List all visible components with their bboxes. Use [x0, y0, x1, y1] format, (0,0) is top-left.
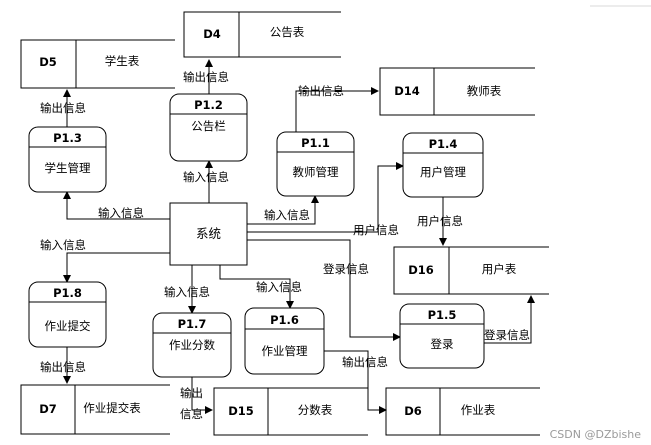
process-p1-2: P1.2 公告栏 [169, 93, 248, 162]
store-code: D7 [39, 402, 57, 416]
data-stores: D4 公告表 D5 学生表 D14 教师表 D16 用户表 D7 [20, 11, 549, 436]
process-code: P1.4 [429, 137, 458, 151]
store-name: 学生表 [105, 54, 140, 68]
flow-label-p12-d4: 输出信息 [183, 70, 229, 84]
store-code: D6 [404, 404, 422, 418]
flow-label-p14-d16: 用户信息 [417, 214, 463, 228]
process-name: 登录 [431, 337, 454, 351]
process-name: 作业提交 [45, 319, 91, 333]
flow-label-sys-p13: 输入信息 [98, 206, 144, 220]
flow-label-sys-p11: 输入信息 [264, 208, 310, 222]
process-name: 作业管理 [262, 344, 308, 358]
flow-label-sys-p18: 输入信息 [40, 238, 86, 252]
flow-label-p17-d15-line2: 信息 [180, 407, 203, 421]
processes: P1.2 公告栏 P1.3 学生管理 P1.1 教师管理 P1.4 用户管理 [28, 93, 485, 378]
store-name: 作业表 [461, 403, 496, 417]
data-store-d15: D15 分数表 [213, 387, 368, 436]
store-name: 教师表 [467, 84, 502, 98]
flow-label-p17-d15-line1: 输出 [180, 386, 203, 400]
process-code: P1.1 [301, 136, 330, 150]
store-code: D16 [408, 263, 434, 277]
process-p1-6: P1.6 作业管理 [244, 307, 325, 375]
flow-label-p11-d14: 输出信息 [298, 84, 344, 98]
flow-label-sys-p17: 输入信息 [164, 285, 210, 299]
flows [63, 59, 535, 414]
store-code: D5 [39, 55, 57, 69]
process-p1-8: P1.8 作业提交 [28, 281, 107, 348]
store-name: 分数表 [298, 403, 333, 417]
flow-labels: 输出信息 输出信息 输入信息 输入信息 输出信息 输入信息 用户信息 用户信息 … [40, 70, 530, 421]
store-code: D15 [228, 404, 254, 418]
store-name: 公告表 [270, 25, 305, 39]
process-code: P1.6 [270, 313, 299, 327]
flow-label-sys-p14: 用户信息 [353, 223, 399, 237]
flow-label-p15-d16: 登录信息 [484, 328, 530, 342]
store-code: D4 [203, 27, 221, 41]
process-name: 公告栏 [191, 119, 226, 133]
data-store-d14: D14 教师表 [379, 67, 535, 116]
store-name: 作业提交表 [83, 401, 141, 415]
data-store-d5: D5 学生表 [20, 39, 175, 89]
process-p1-3: P1.3 学生管理 [28, 126, 107, 193]
process-p1-5: P1.5 登录 [399, 303, 485, 369]
process-code: P1.2 [194, 98, 223, 112]
flow-label-p16-d6: 输出信息 [342, 355, 388, 369]
flow-label-sys-p15: 登录信息 [323, 262, 369, 276]
process-name: 学生管理 [45, 161, 91, 175]
process-name: 作业分数 [169, 338, 215, 352]
store-name: 用户表 [482, 262, 517, 276]
data-store-d16: D16 用户表 [393, 246, 549, 295]
data-store-d6: D6 作业表 [385, 387, 540, 436]
process-code: P1.7 [178, 317, 207, 331]
external-entity-system: 系统 [169, 202, 248, 266]
data-store-d7: D7 作业提交表 [20, 384, 170, 435]
watermark: CSDN @DZbishe [549, 428, 641, 441]
store-code: D14 [394, 84, 420, 98]
data-store-d4: D4 公告表 [183, 11, 341, 58]
process-p1-4: P1.4 用户管理 [402, 132, 484, 198]
flow-label-p18-d7: 输出信息 [40, 360, 86, 374]
process-code: P1.8 [53, 286, 82, 300]
flow-label-sys-p16: 输入信息 [256, 280, 302, 294]
process-p1-1: P1.1 教师管理 [276, 131, 355, 197]
process-name: 用户管理 [420, 165, 466, 179]
process-code: P1.5 [428, 308, 457, 322]
process-p1-7: P1.7 作业分数 [152, 312, 232, 378]
flow-label-sys-p12: 输入信息 [183, 170, 229, 184]
flow-label-p13-d5: 输出信息 [40, 101, 86, 115]
process-code: P1.3 [53, 131, 82, 145]
external-entity-label: 系统 [196, 226, 221, 241]
process-name: 教师管理 [293, 165, 339, 179]
